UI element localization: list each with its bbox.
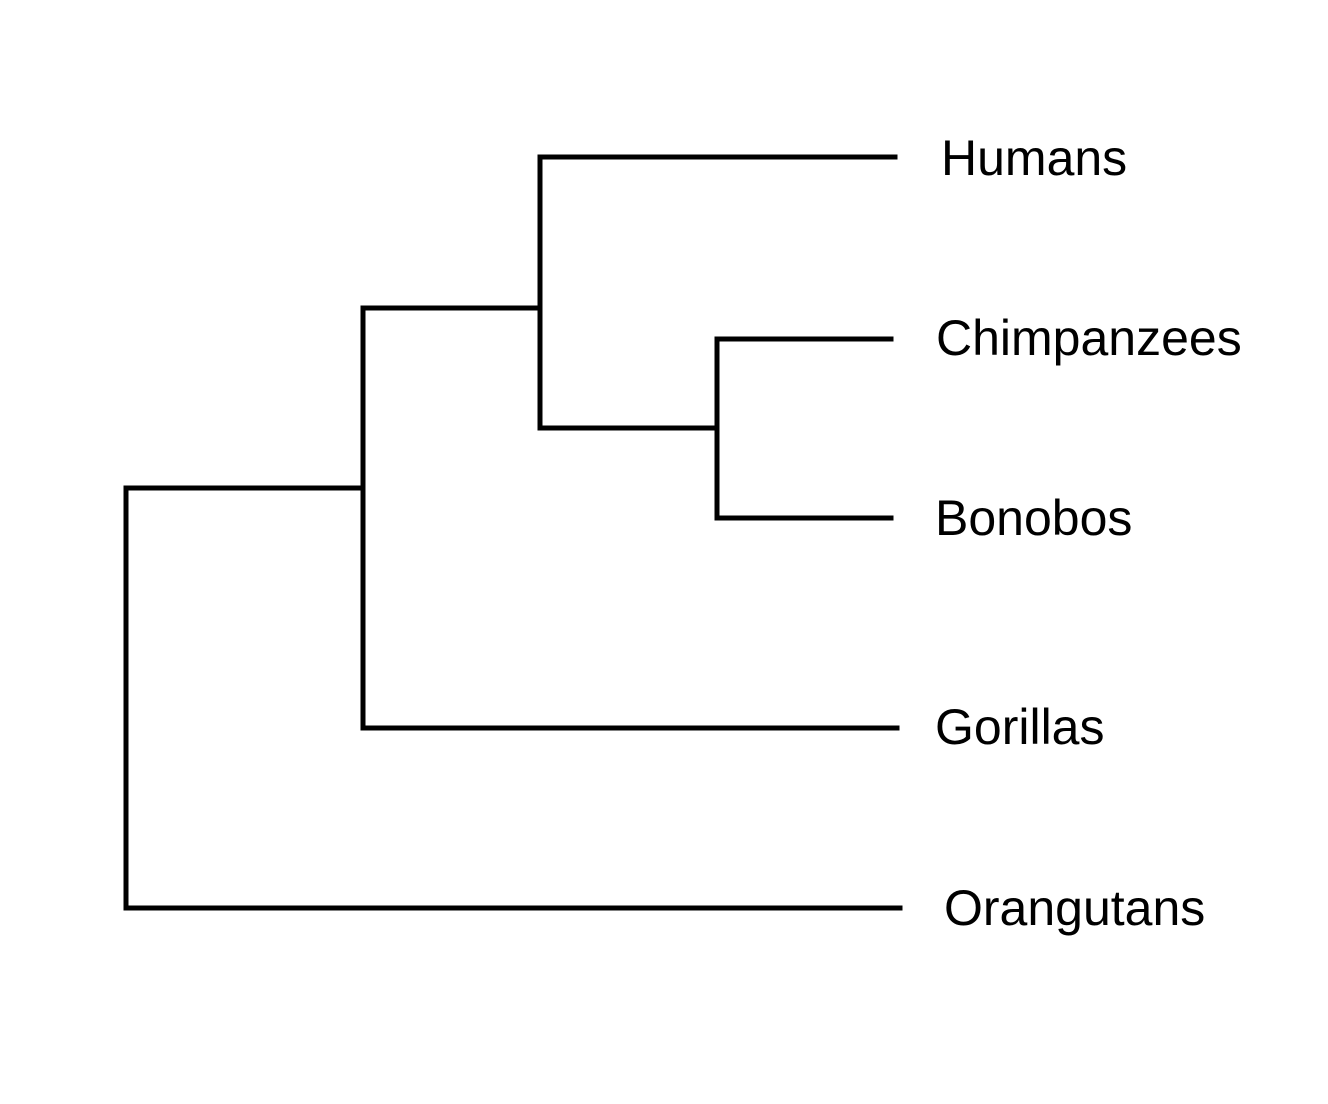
branch-pan-split bbox=[714, 336, 894, 521]
branch-hominine-split bbox=[360, 305, 900, 731]
tip-label-chimpanzees: Chimpanzees bbox=[936, 310, 1242, 366]
tip-label-gorillas: Gorillas bbox=[935, 699, 1104, 755]
tip-label-humans: Humans bbox=[941, 130, 1127, 186]
branch-root bbox=[123, 485, 903, 911]
tip-label-bonobos: Bonobos bbox=[935, 490, 1132, 546]
branch-hominini-split bbox=[537, 154, 898, 431]
tip-label-orangutans: Orangutans bbox=[944, 880, 1205, 936]
